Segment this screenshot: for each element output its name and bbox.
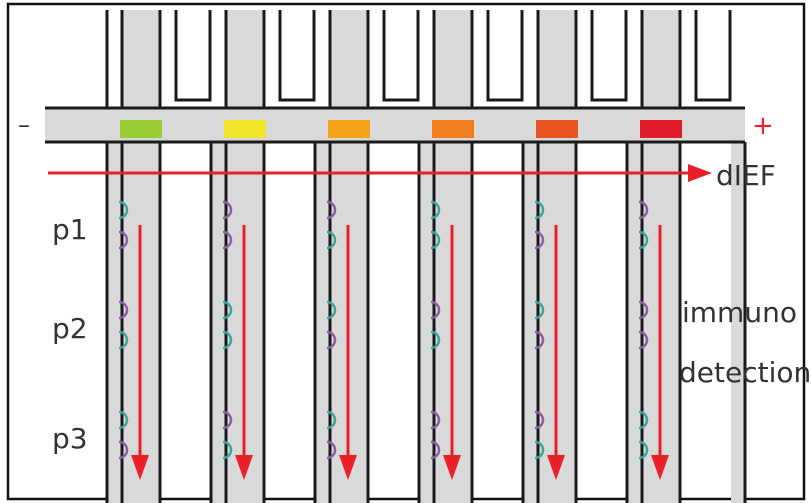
capture-bead: [222, 200, 233, 220]
upper-bay-outline: [174, 10, 212, 102]
capture-bead: [326, 200, 337, 220]
capture-bead: [430, 200, 441, 220]
focused-band-3: [328, 120, 370, 138]
capture-bead: [534, 230, 545, 250]
capture-bead: [638, 200, 649, 220]
detection-arrow-head: [235, 455, 253, 480]
capture-bead: [118, 440, 129, 460]
detection-arrow-head: [443, 455, 461, 480]
minus-sign: –: [18, 111, 30, 139]
focused-band-5: [536, 120, 578, 138]
upper-bay-outline: [694, 10, 732, 102]
focused-band-6: [640, 120, 682, 138]
detection-label-line1: immuno: [682, 296, 797, 329]
capture-bead: [638, 230, 649, 250]
capture-bead: [222, 300, 233, 320]
focused-band-1: [120, 120, 162, 138]
capture-bead: [118, 200, 129, 220]
detection-arrow-head: [651, 455, 669, 480]
capture-bead: [118, 230, 129, 250]
capture-bead: [326, 410, 337, 430]
capture-bead: [430, 300, 441, 320]
capture-bead: [222, 330, 233, 350]
capture-bead: [222, 440, 233, 460]
capture-bead: [430, 230, 441, 250]
capture-bead: [118, 300, 129, 320]
position-label-p1: p1: [52, 213, 88, 246]
upper-channel-fill: [122, 10, 160, 108]
capture-bead: [222, 230, 233, 250]
capture-bead: [534, 410, 545, 430]
plus-sign: +: [752, 111, 774, 141]
upper-bay-outline: [382, 10, 420, 102]
capture-bead: [118, 330, 129, 350]
upper-channel-fill: [434, 10, 472, 108]
detection-arrow-head: [339, 455, 357, 480]
detection-arrow-head: [131, 455, 149, 480]
position-label-p2: p2: [52, 312, 88, 345]
capture-bead: [638, 410, 649, 430]
capture-bead: [534, 300, 545, 320]
upper-bay-outline: [590, 10, 628, 102]
capture-bead: [534, 330, 545, 350]
upper-channel-fill: [538, 10, 576, 108]
detection-label-line2: detection: [679, 356, 811, 389]
capture-bead: [326, 230, 337, 250]
upper-channel-fill: [330, 10, 368, 108]
capture-bead: [222, 410, 233, 430]
capture-bead: [118, 410, 129, 430]
capture-bead: [638, 300, 649, 320]
upper-bay-outline: [278, 10, 316, 102]
dief-arrow-head: [688, 164, 712, 182]
detection-arrow-head: [547, 455, 565, 480]
upper-channel-fill: [642, 10, 680, 108]
capture-bead: [534, 440, 545, 460]
upper-bay-outline: [486, 10, 524, 102]
capture-bead: [430, 410, 441, 430]
capture-bead: [638, 330, 649, 350]
capture-bead: [326, 440, 337, 460]
upper-channel-fill: [226, 10, 264, 108]
position-label-p3: p3: [52, 422, 88, 455]
wall-gap-fill: [731, 142, 745, 503]
channel-group: [105, 10, 747, 503]
capture-bead: [430, 440, 441, 460]
capture-bead: [326, 330, 337, 350]
focused-band-4: [432, 120, 474, 138]
direction-label: dIEF: [716, 159, 776, 192]
capture-bead: [638, 440, 649, 460]
focused-band-2: [224, 120, 266, 138]
capture-bead: [326, 300, 337, 320]
capture-bead: [430, 330, 441, 350]
capture-bead: [534, 200, 545, 220]
